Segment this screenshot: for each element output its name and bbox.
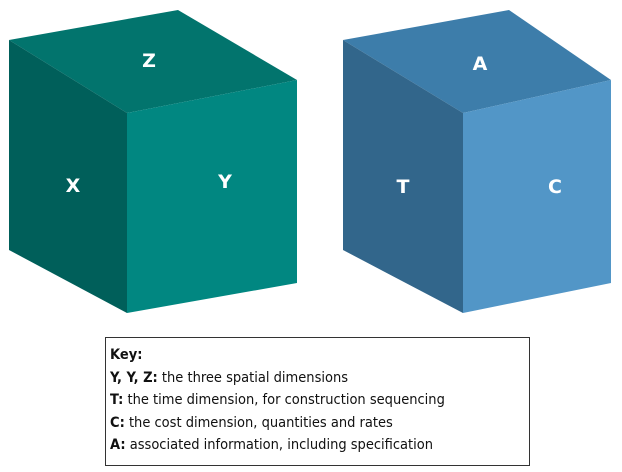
key-item: A: associated information, including spe… [110,434,529,457]
cubes-diagram: Z X Y A T C [9,10,611,313]
cube-xyz-top-face [9,10,297,113]
key-item-text: the time dimension, for construction seq… [123,392,445,408]
key-item-term: T: [110,392,124,408]
cube-tac-left-face [343,40,463,313]
key-item-text: associated information, including specif… [125,437,434,453]
cube-xyz-top-label: Z [142,50,156,72]
cube-xyz-left-face [9,40,127,313]
key-title: Key: [110,347,143,363]
key-item-term: C: [110,414,125,431]
key-item-text: the cost dimension, quantities and rates [124,414,393,431]
key-item-term: A: [110,437,126,453]
cube-tac-top-label: A [473,53,488,75]
cube-xyz-left-label: X [66,175,81,197]
cube-tac-right-label: C [548,176,562,198]
key-title-row: Key: [110,344,529,367]
key-legend: Key: Y, Y, Z: the three spatial dimensio… [105,337,530,466]
cube-tac-top-face [343,10,611,113]
key-item-text: the three spatial dimensions [157,369,349,386]
cube-tac-right-face [463,80,611,313]
cube-tac-left-label: T [397,176,410,198]
key-item: C: the cost dimension, quantities and ra… [110,412,529,435]
key-item-term: Y, Y, Z: [110,369,158,386]
cube-xyz: Z X Y [9,10,297,313]
cube-tac: A T C [343,10,611,313]
key-item: Y, Y, Z: the three spatial dimensions [110,367,529,390]
cube-xyz-right-face [127,80,297,313]
cube-xyz-right-label: Y [217,171,232,193]
key-item: T: the time dimension, for construction … [110,389,529,412]
